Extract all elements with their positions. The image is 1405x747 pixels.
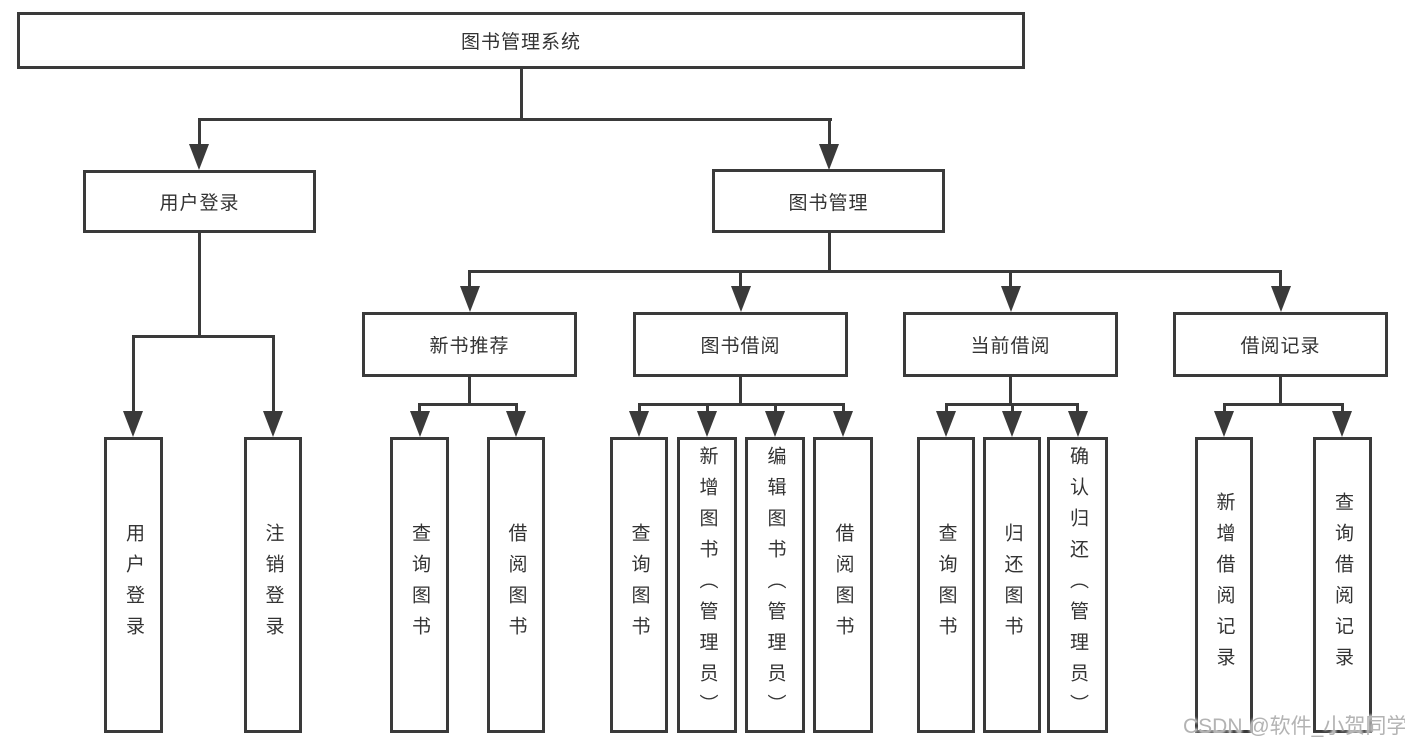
leaf-bb-add-books: 新增图书（管理员）	[677, 437, 737, 733]
connector-book-mgmt-stem	[827, 233, 831, 273]
arrowhead-borrow-records	[1270, 286, 1291, 312]
leaf-rec-query-books-label: 查询图书	[409, 523, 430, 647]
leaf-bb-query-books-label: 查询图书	[628, 523, 650, 647]
leaf-rec-borrow-books: 借阅图书	[487, 437, 545, 733]
connector-drop-book-borrow	[739, 270, 742, 288]
arrowhead-rec-query	[409, 411, 430, 437]
connector-drop-br-add	[1222, 403, 1226, 413]
connector-book-borrow-branch	[637, 403, 845, 406]
connector-drop-bb-query	[637, 403, 641, 413]
connector-drop-new-book-rec	[468, 270, 471, 288]
arrowhead-cb-query	[936, 411, 956, 437]
connector-new-book-rec-branch	[418, 403, 517, 406]
leaf-cb-confirm-return-label: 确认归还（管理员）	[1067, 445, 1088, 725]
arrowhead-bb-borrow	[833, 411, 853, 437]
connector-book-mgmt-branch	[468, 270, 1282, 273]
arrowhead-cb-return	[1002, 411, 1022, 437]
connector-drop-bb-borrow	[841, 403, 845, 413]
leaf-br-query-record: 查询借阅记录	[1313, 437, 1372, 733]
leaf-rec-borrow-books-label: 借阅图书	[505, 523, 527, 647]
node-root-label: 图书管理系统	[460, 32, 581, 53]
leaf-bb-query-books: 查询图书	[610, 437, 668, 733]
leaf-cb-query-books-label: 查询图书	[935, 523, 957, 647]
connector-book-borrow-stem	[739, 377, 742, 405]
connector-drop-book-mgmt	[827, 117, 831, 148]
node-root: 图书管理系统	[17, 12, 1025, 69]
arrowhead-user-login	[189, 144, 209, 170]
arrowhead-br-add	[1214, 411, 1234, 437]
connector-new-book-rec-stem	[468, 377, 471, 405]
connector-borrow-records-stem	[1279, 377, 1282, 405]
leaf-bb-edit-books: 编辑图书（管理员）	[745, 437, 805, 733]
connector-user-login-branch	[131, 334, 275, 338]
leaf-bb-borrow-books: 借阅图书	[813, 437, 873, 733]
leaf-cb-confirm-return: 确认归还（管理员）	[1047, 437, 1108, 733]
leaf-logout-label: 注销登录	[262, 523, 284, 647]
arrowhead-book-mgmt	[819, 144, 839, 170]
node-book-borrow: 图书借阅	[633, 312, 848, 377]
node-borrow-records-label: 借阅记录	[1240, 336, 1321, 357]
leaf-cb-return-books-label: 归还图书	[1001, 523, 1023, 647]
arrowhead-bb-edit	[765, 411, 785, 437]
arrowhead-current-borrow	[1000, 286, 1021, 312]
node-current-borrow: 当前借阅	[903, 312, 1118, 377]
node-new-book-rec-label: 新书推荐	[429, 336, 510, 357]
arrowhead-cb-confirm	[1067, 411, 1088, 437]
arrowhead-book-borrow	[730, 286, 751, 312]
leaf-br-add-record-label: 新增借阅记录	[1213, 492, 1235, 678]
leaf-cb-query-books: 查询图书	[917, 437, 975, 733]
connector-drop-rec-borrow	[514, 403, 518, 413]
arrowhead-leaf-user-login	[123, 411, 143, 437]
leaf-user-login: 用户登录	[104, 437, 163, 733]
connector-drop-bb-edit	[773, 403, 777, 413]
connector-drop-cb-confirm	[1076, 403, 1079, 413]
arrowhead-rec-borrow	[506, 411, 526, 437]
leaf-cb-return-books: 归还图书	[983, 437, 1041, 733]
connector-drop-br-query	[1340, 403, 1344, 413]
leaf-bb-borrow-books-label: 借阅图书	[832, 523, 854, 647]
connector-root-stem	[519, 68, 523, 120]
leaf-logout: 注销登录	[244, 437, 302, 733]
leaf-user-login-label: 用户登录	[123, 523, 144, 647]
node-book-borrow-label: 图书借阅	[700, 336, 781, 357]
node-user-login-label: 用户登录	[159, 193, 240, 214]
node-user-login: 用户登录	[83, 170, 316, 233]
connector-drop-current-borrow	[1009, 270, 1012, 288]
connector-current-borrow-stem	[1009, 377, 1012, 405]
leaf-bb-add-books-label: 新增图书（管理员）	[696, 445, 718, 725]
leaf-br-query-record-label: 查询借阅记录	[1332, 492, 1353, 678]
arrowhead-new-book-rec	[459, 286, 480, 312]
connector-drop-bb-add	[705, 403, 709, 413]
arrowhead-bb-add	[697, 411, 717, 437]
leaf-br-add-record: 新增借阅记录	[1195, 437, 1253, 733]
arrowhead-bb-query	[629, 411, 649, 437]
connector-drop-rec-query	[418, 403, 421, 413]
arrowhead-br-query	[1332, 411, 1352, 437]
connector-user-login-stem	[197, 233, 201, 337]
node-book-mgmt-label: 图书管理	[788, 192, 869, 214]
node-current-borrow-label: 当前借阅	[970, 336, 1051, 357]
leaf-rec-query-books: 查询图书	[390, 437, 449, 733]
connector-drop-leaf-user-login	[131, 334, 135, 414]
connector-borrow-records-branch	[1222, 403, 1344, 406]
connector-drop-borrow-records	[1279, 270, 1282, 288]
leaf-bb-edit-books-label: 编辑图书（管理员）	[764, 445, 786, 725]
node-book-mgmt: 图书管理	[712, 169, 945, 233]
csdn-watermark: CSDN @软件_小贺同学	[1183, 715, 1405, 738]
arrowhead-leaf-logout	[263, 411, 283, 437]
node-new-book-rec: 新书推荐	[362, 312, 577, 377]
node-borrow-records: 借阅记录	[1173, 312, 1388, 377]
connector-drop-cb-query	[944, 403, 948, 413]
connector-drop-user-login	[197, 117, 201, 148]
connector-drop-cb-return	[1010, 403, 1014, 413]
connector-root-branch	[197, 117, 832, 121]
connector-drop-leaf-logout	[271, 334, 275, 414]
